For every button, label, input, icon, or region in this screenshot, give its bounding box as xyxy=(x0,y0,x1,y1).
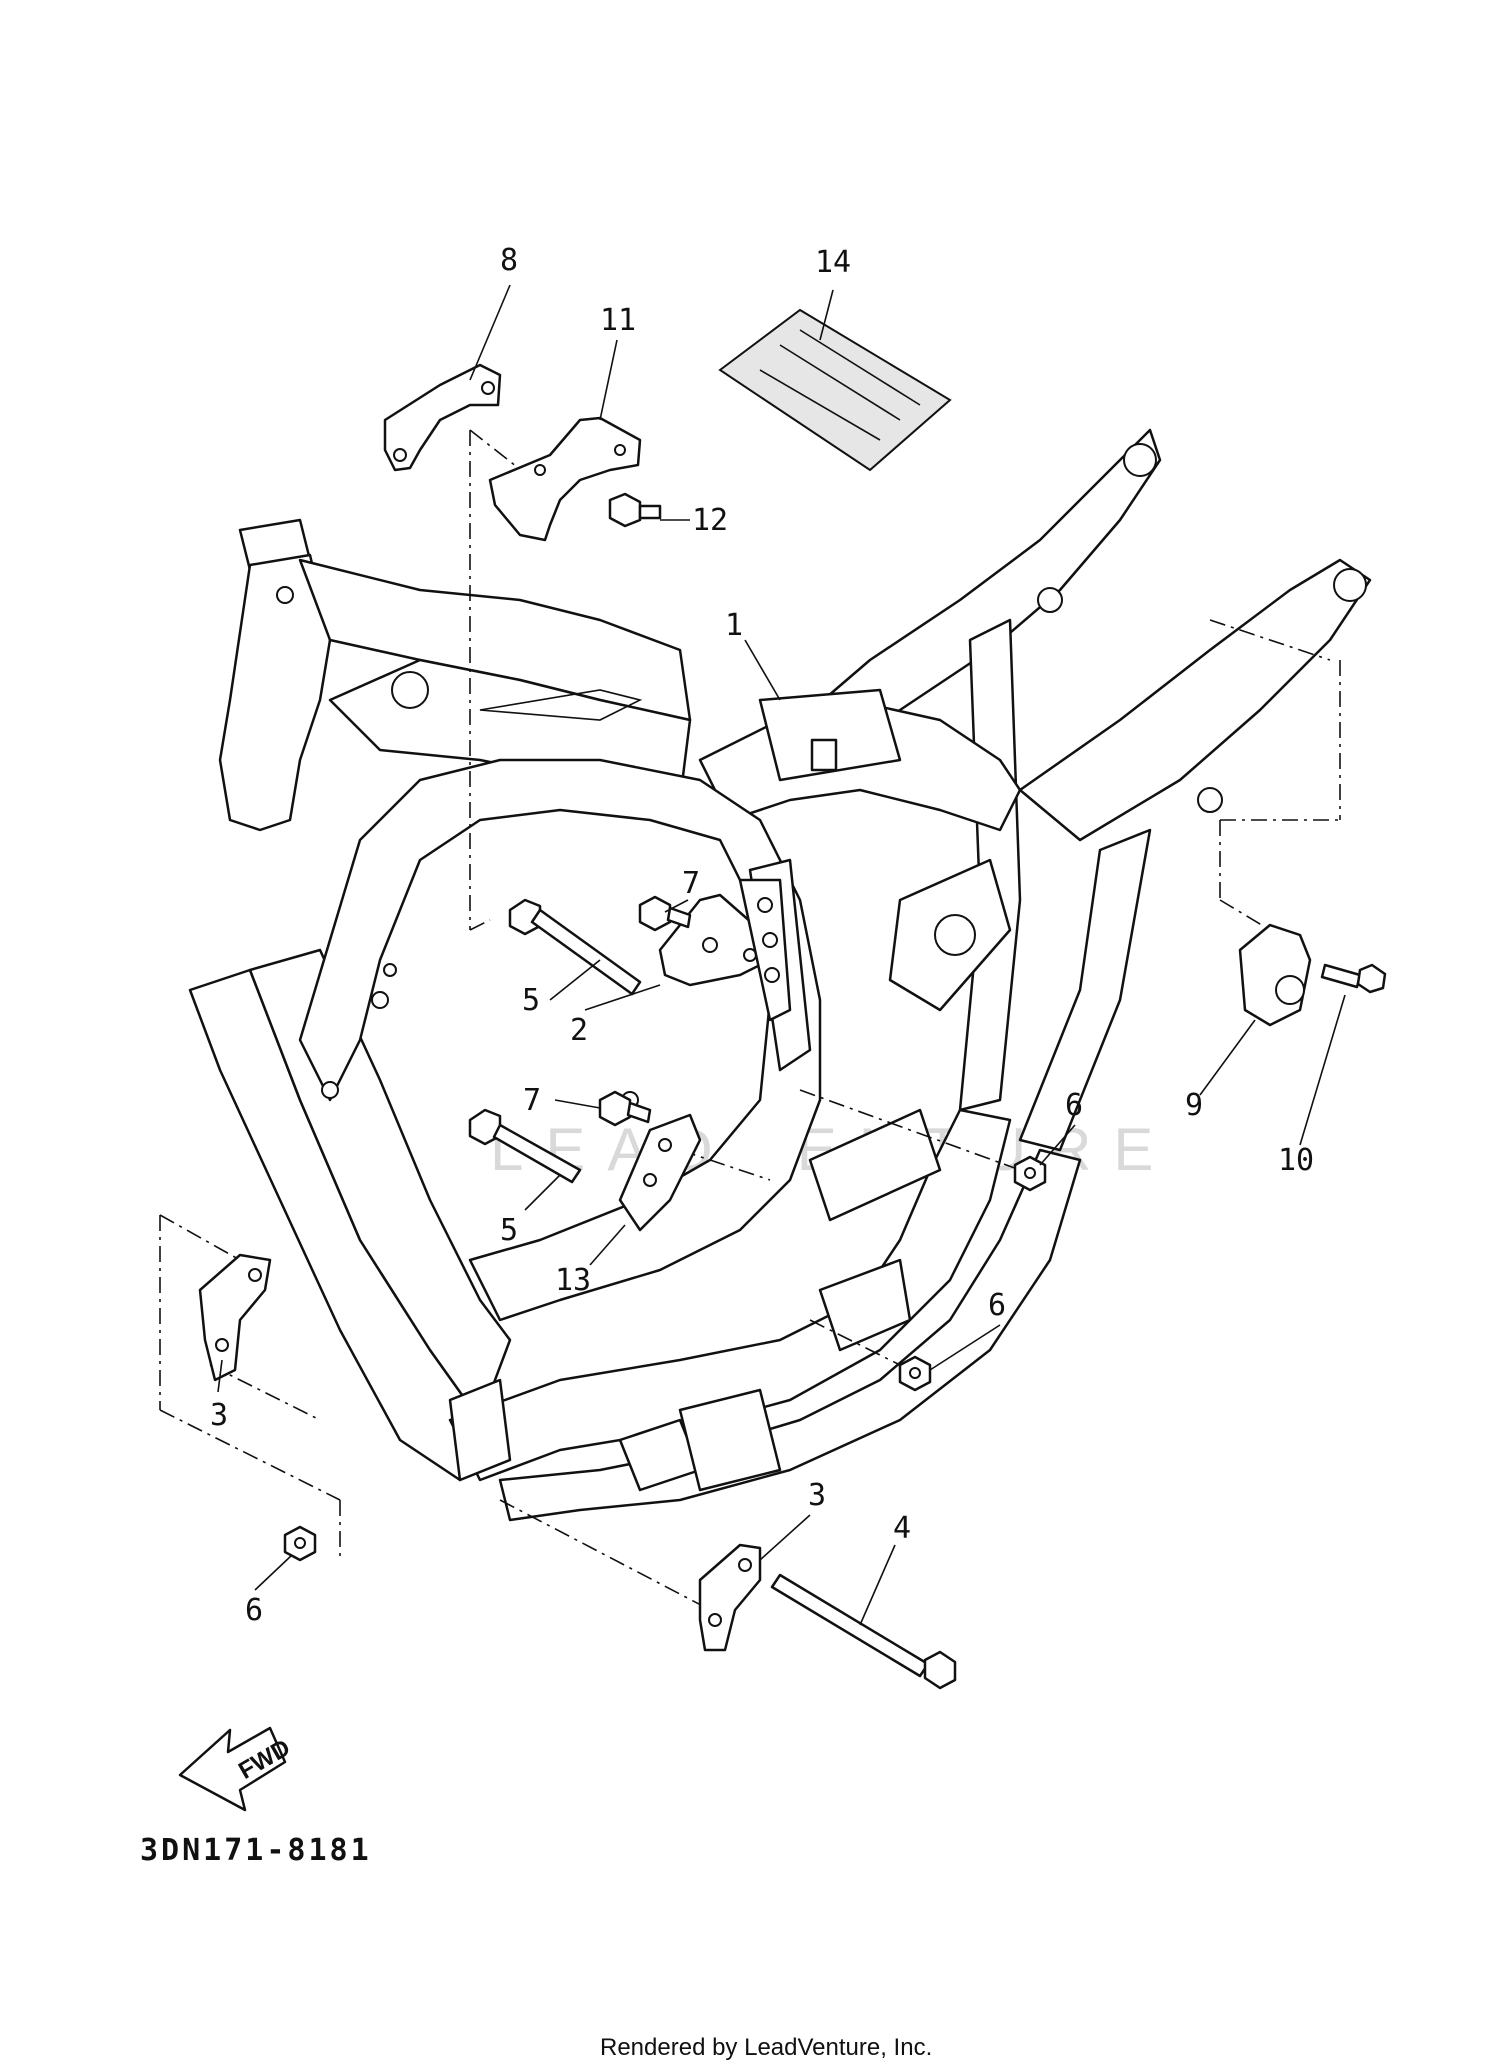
callout-6b: 6 xyxy=(988,1288,1006,1323)
callout-8: 8 xyxy=(500,243,518,278)
callouts: 1 2 3 3 4 5 5 6 6 6 7 7 8 9 10 11 12 13 … xyxy=(210,243,1314,1628)
callout-10: 10 xyxy=(1278,1143,1314,1178)
bracket-part-3b xyxy=(698,1543,762,1652)
plate-part-2 xyxy=(658,878,792,1022)
callout-1: 1 xyxy=(725,608,743,643)
leader-lines xyxy=(217,284,1346,1626)
diagram-code: 3DN171-8181 xyxy=(140,1833,372,1868)
callout-7b: 7 xyxy=(523,1083,541,1118)
callout-9: 9 xyxy=(1185,1088,1203,1123)
footer-credit: Rendered by LeadVenture, Inc. xyxy=(600,2034,932,2061)
bolt-part-10 xyxy=(1320,963,1387,994)
callout-5b: 5 xyxy=(500,1213,518,1248)
callout-6c: 6 xyxy=(245,1593,263,1628)
callout-4: 4 xyxy=(893,1511,911,1546)
bolt-part-7b xyxy=(598,1090,652,1127)
main-frame xyxy=(188,428,1372,1522)
callout-7a: 7 xyxy=(682,866,700,901)
bolt-part-5b xyxy=(468,1108,582,1184)
bolt-part-12 xyxy=(608,492,662,528)
callout-11: 11 xyxy=(600,303,636,338)
bolt-part-7a xyxy=(638,895,692,932)
bracket-part-3a xyxy=(198,1253,272,1382)
plate-part-13 xyxy=(618,1113,702,1232)
pad-part-14 xyxy=(718,308,952,472)
nut-part-6c xyxy=(283,1525,317,1562)
callout-12: 12 xyxy=(692,503,728,538)
nut-part-6b xyxy=(898,1355,932,1392)
bolt-part-4 xyxy=(770,1573,957,1690)
nut-part-6a xyxy=(1013,1155,1047,1192)
callout-5a: 5 xyxy=(522,983,540,1018)
callout-13: 13 xyxy=(555,1263,591,1298)
callout-6a: 6 xyxy=(1065,1088,1083,1123)
damper-part-9 xyxy=(1238,923,1312,1027)
callout-14: 14 xyxy=(815,245,851,280)
callout-3a: 3 xyxy=(210,1398,228,1433)
bracket-part-11 xyxy=(488,416,642,542)
bracket-part-8 xyxy=(383,363,502,472)
callout-2: 2 xyxy=(570,1013,588,1048)
callout-3b: 3 xyxy=(808,1478,826,1513)
fwd-arrow-icon: FWD xyxy=(178,1726,295,1812)
